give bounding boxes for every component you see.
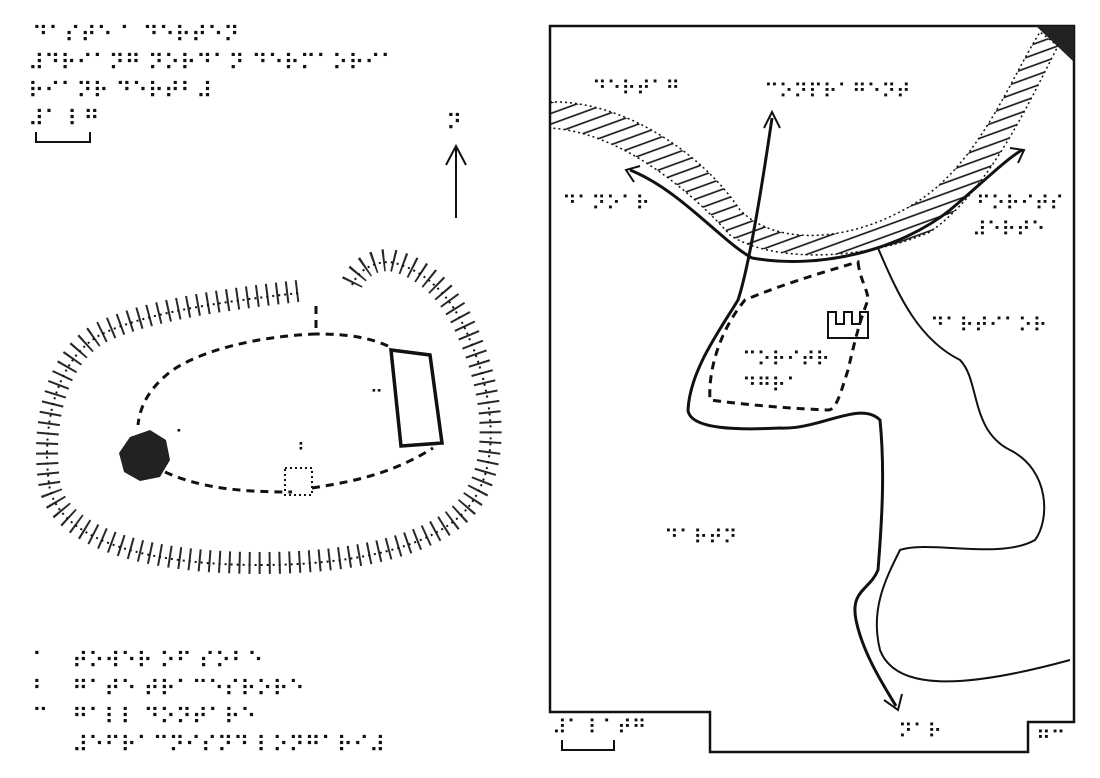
left-panel: ⠙⠁⠎⠞⠑ ⠁ ⠙⠑⠗⠞⠑⠝ ⠼⠙⠗⠊⠁⠝⠛ ⠝⠕⠗⠙⠁⠝ ⠙⠑⠗⠍⠁⠕⠗⠊⠁ … xyxy=(28,23,502,758)
label-tower: ⠁ xyxy=(175,427,188,448)
label-top-center: ⠉⠕⠝⠏⠗⠁⠛⠑⠝⠞ xyxy=(764,79,910,103)
scale-bar-right xyxy=(561,740,615,751)
embankment-hachures xyxy=(36,248,502,575)
label-corner: ⠛⠉ xyxy=(1036,726,1065,750)
title-line-2: ⠼⠙⠗⠊⠁⠝⠛ ⠝⠕⠗⠙⠁⠝ ⠙⠑⠗⠍⠁⠕⠗⠊⠁ xyxy=(28,51,396,76)
arrow-right-icon xyxy=(1009,147,1026,164)
hall-outline xyxy=(389,347,444,448)
label-gate: ⠃ xyxy=(297,440,310,461)
road-main xyxy=(629,148,1023,263)
label-center-bottom: ⠙⠁⠗⠞⠝ xyxy=(664,525,737,549)
label-bottom-right: ⠝⠁⠗ xyxy=(898,719,942,743)
north-label: ⠝ xyxy=(446,111,462,136)
legend-key-1: ⠁ xyxy=(32,649,48,674)
road-north xyxy=(686,117,898,707)
legend-key-2: ⠃ xyxy=(32,677,48,702)
title-line-1: ⠙⠁⠎⠞⠑ ⠁ ⠙⠑⠗⠞⠑⠝ xyxy=(32,23,239,48)
label-right-top: ⠋⠕⠗⠊⠞⠎ xyxy=(976,191,1064,215)
scale-label-right: ⠼⠁ ⠇⠁⠞⠛ xyxy=(552,715,646,739)
label-right-mid: ⠙⠁⠗⠞⠊⠁⠕⠗ xyxy=(930,313,1047,337)
castle-icon xyxy=(827,311,869,339)
legend-text-3b: ⠼⠑⠋⠗⠁⠉⠝⠊⠎⠝⠙ ⠇⠕⠝⠛⠁⠗⠊⠼ xyxy=(72,733,385,758)
arrow-south-icon xyxy=(883,693,903,712)
castle-wall-dashed xyxy=(136,306,434,494)
castle-area-dashed xyxy=(708,260,870,412)
river xyxy=(549,30,1059,256)
scale-bar-left xyxy=(35,132,91,143)
title-line-3: ⠗⠊⠁⠝⠗ ⠙⠑⠗⠞⠃⠼ xyxy=(28,79,212,104)
legend: ⠁ ⠞⠕⠺⠑⠗ ⠕⠋ ⠎⠕⠃⠑ ⠃ ⠛⠁⠞⠑ ⠞⠗⠁⠉⠑⠎⠗⠕⠗⠑ ⠉ ⠛⠁⠇⠇… xyxy=(32,649,385,758)
label-inner-block-2: ⠙⠛⠗⠁ xyxy=(742,373,801,397)
label-hall: ⠉ xyxy=(370,387,383,408)
map-frame xyxy=(548,24,1076,754)
label-left: ⠙⠁⠝⠕⠁⠗ xyxy=(562,191,650,215)
arrow-left-icon xyxy=(624,165,641,183)
right-panel: ⠙⠑⠗⠞⠁⠛ ⠉⠕⠝⠏⠗⠁⠛⠑⠝⠞ ⠙⠁⠝⠕⠁⠗ ⠋⠕⠗⠊⠞⠎ ⠼⠑⠗⠞⠑ ⠙⠁… xyxy=(548,24,1076,754)
embankment-main xyxy=(46,260,492,567)
footpath xyxy=(875,247,1071,683)
tower-icon xyxy=(119,430,170,481)
scale-label-left: ⠼⠁ ⠇⠛ xyxy=(28,107,99,132)
label-inner-block: ⠉⠕⠗⠊⠞⠗ xyxy=(742,347,830,371)
label-right-top-2: ⠼⠑⠗⠞⠑ xyxy=(972,217,1045,241)
legend-key-3: ⠉ xyxy=(32,705,48,730)
legend-text-2: ⠛⠁⠞⠑ ⠞⠗⠁⠉⠑⠎⠗⠕⠗⠑ xyxy=(72,677,305,702)
label-top-left: ⠙⠑⠗⠞⠁⠛ xyxy=(592,76,680,100)
legend-text-1: ⠞⠕⠺⠑⠗ ⠕⠋ ⠎⠕⠃⠑ xyxy=(72,649,263,674)
gate-icon xyxy=(284,467,313,496)
arrow-north-icon xyxy=(763,109,781,129)
north-arrow-icon xyxy=(445,143,467,218)
legend-text-3: ⠛⠁⠇⠇ ⠙⠕⠝⠞⠁⠗⠑ xyxy=(72,705,256,730)
